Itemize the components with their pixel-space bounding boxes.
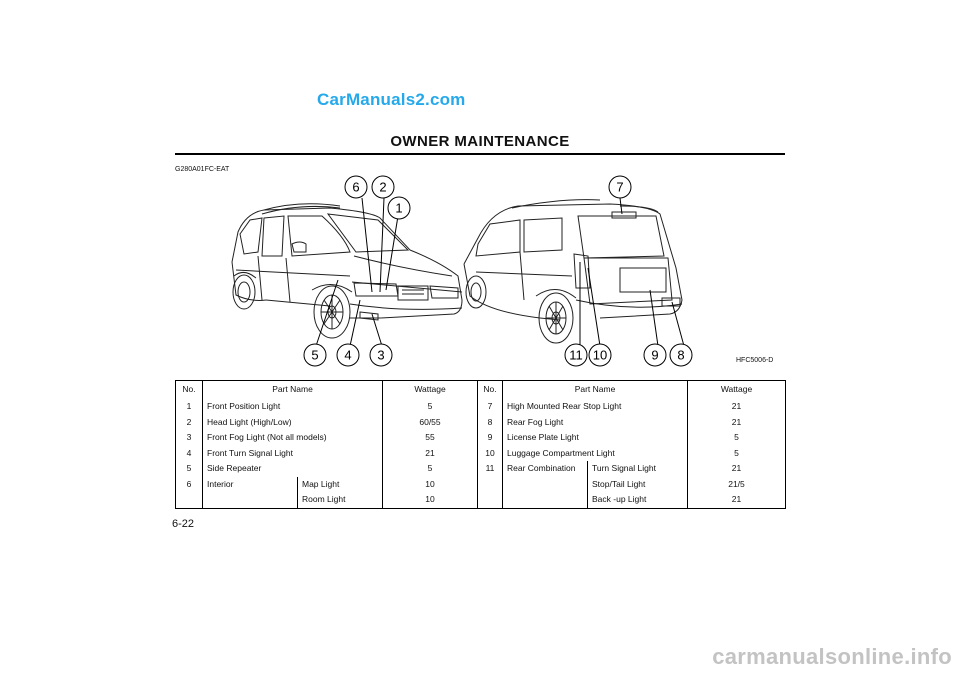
row-no: 6 xyxy=(186,478,192,489)
row-part: Side Repeater xyxy=(202,461,383,477)
table-row: 2 Head Light (High/Low) 60/55 8 Rear Fog… xyxy=(176,414,786,430)
row-no: 10 xyxy=(477,445,503,461)
row-wattage: 10 xyxy=(382,476,478,492)
section-code: G280A01FC-EAT xyxy=(175,166,230,173)
row-sub: Map Light xyxy=(297,476,383,492)
table-row: 6 Interior Map Light 10 Stop/Tail Light … xyxy=(176,476,786,492)
header-part-name-right: Part Name xyxy=(502,380,688,399)
row-part: Rear Fog Light xyxy=(502,414,688,430)
table-row: Room Light 10 Back -up Light 21 xyxy=(176,492,786,508)
row-wattage: 21 xyxy=(687,414,786,430)
row-no xyxy=(477,492,503,508)
leader-lines xyxy=(315,197,685,347)
row-no: 8 xyxy=(477,414,503,430)
row-wattage: 10 xyxy=(382,492,478,508)
row-wattage: 55 xyxy=(382,430,478,446)
row-part: Front Position Light xyxy=(202,399,383,415)
callout-11: 11 xyxy=(569,348,583,363)
row-part xyxy=(502,476,588,492)
row-sub: Turn Signal Light xyxy=(587,461,688,477)
row-wattage: 5 xyxy=(382,461,478,477)
row-part: Rear Combination xyxy=(502,461,588,477)
callout-6: 6 xyxy=(352,180,359,195)
table-row: 4 Front Turn Signal Light 21 10 Luggage … xyxy=(176,445,786,461)
row-no: 4 xyxy=(186,447,192,458)
row-wattage: 5 xyxy=(382,399,478,415)
row-part: High Mounted Rear Stop Light xyxy=(502,399,688,415)
callout-4: 4 xyxy=(344,348,351,363)
table-row: 1 Front Position Light 5 7 High Mounted … xyxy=(176,399,786,415)
table-header-row: No. Part Name Wattage No. Part Name Watt… xyxy=(176,380,786,399)
row-part: Interior xyxy=(202,476,298,492)
row-wattage: 5 xyxy=(687,445,786,461)
row-no: 3 xyxy=(186,432,192,442)
row-sub: Back -up Light xyxy=(587,492,688,508)
callout-1: 1 xyxy=(395,201,402,216)
row-no: 7 xyxy=(477,399,503,415)
row-no: 2 xyxy=(186,416,192,427)
table-row: 5 Side Repeater 5 11 Rear Combination Tu… xyxy=(176,461,786,477)
header-no-left: No. xyxy=(182,384,196,395)
row-part: Head Light (High/Low) xyxy=(202,414,383,430)
row-part xyxy=(202,492,298,508)
row-wattage: 21 xyxy=(382,445,478,461)
watermark-bottom[interactable]: carmanualsonline.info xyxy=(712,644,952,669)
row-part: License Plate Light xyxy=(502,430,688,446)
front-car-drawing xyxy=(231,203,463,339)
row-wattage: 21 xyxy=(687,492,786,508)
callout-2: 2 xyxy=(379,180,386,195)
watermark-top[interactable]: CarManuals2.com xyxy=(317,90,466,109)
row-wattage: 60/55 xyxy=(382,414,478,430)
row-wattage: 21 xyxy=(687,461,786,477)
row-no: 5 xyxy=(186,463,192,473)
header-no-right: No. xyxy=(477,380,503,399)
callout-circles xyxy=(303,175,693,367)
callout-8: 8 xyxy=(677,348,684,363)
row-no xyxy=(176,492,203,508)
row-wattage: 21 xyxy=(687,399,786,415)
callout-7: 7 xyxy=(616,180,623,195)
row-part: Front Fog Light (Not all models) xyxy=(202,430,383,446)
callout-3: 3 xyxy=(377,348,384,363)
page-number: 6-22 xyxy=(172,518,195,530)
callout-10: 10 xyxy=(593,348,607,363)
table-row: 3 Front Fog Light (Not all models) 55 9 … xyxy=(176,430,786,446)
row-part xyxy=(502,492,588,508)
row-no: 11 xyxy=(477,461,503,477)
row-sub: Stop/Tail Light xyxy=(587,476,688,492)
header-wattage-right: Wattage xyxy=(687,380,786,399)
row-wattage: 21/5 xyxy=(687,476,786,492)
page-title: OWNER MAINTENANCE xyxy=(390,133,570,150)
rear-car-drawing xyxy=(463,199,683,344)
row-wattage: 5 xyxy=(687,430,786,446)
row-part: Luggage Compartment Light xyxy=(502,445,688,461)
bulb-wattage-table: No. Part Name Wattage No. Part Name Watt… xyxy=(175,380,786,509)
row-sub: Room Light xyxy=(297,492,383,508)
row-no: 9 xyxy=(477,430,503,446)
row-no: 1 xyxy=(186,401,192,411)
row-part: Front Turn Signal Light xyxy=(202,445,383,461)
figure-code: HFC5006-D xyxy=(736,357,774,364)
row-no xyxy=(477,476,503,492)
header-rule xyxy=(175,153,785,155)
header-part-name-left: Part Name xyxy=(202,380,383,399)
callout-9: 9 xyxy=(651,348,658,363)
callout-5: 5 xyxy=(311,348,318,363)
header-wattage-left: Wattage xyxy=(382,380,478,399)
